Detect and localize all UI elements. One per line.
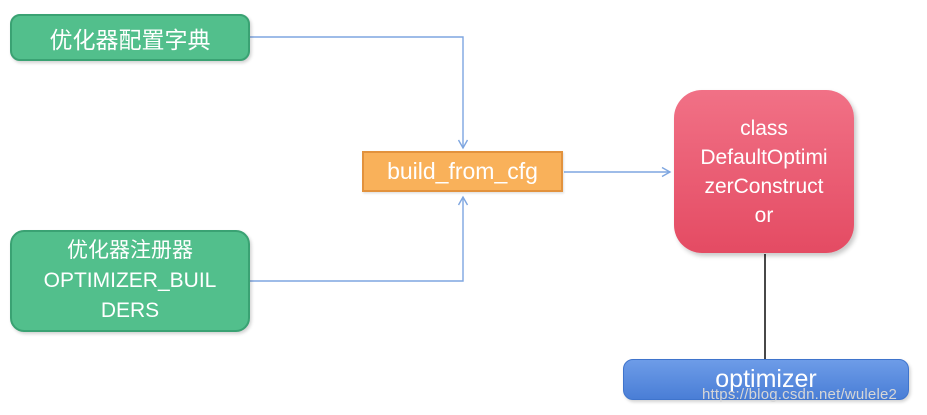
constructor-label-line1: class	[740, 116, 788, 140]
build-from-cfg-label: build_from_cfg	[387, 158, 538, 184]
constructor-node: class DefaultOptimi zerConstruct or	[674, 90, 854, 253]
watermark: https://blog.csdn.net/wulele2	[702, 386, 898, 403]
registry-node: 优化器注册器 OPTIMIZER_BUIL DERS	[10, 230, 250, 332]
registry-label-line1: 优化器注册器	[67, 239, 193, 262]
optimizer-label: optimizer	[715, 365, 817, 393]
build-from-cfg-node: build_from_cfg	[362, 151, 563, 192]
optimizer-node: optimizer	[623, 359, 909, 400]
registry-label-line3: DERS	[100, 299, 160, 322]
registry-label-line2: OPTIMIZER_BUIL	[43, 269, 217, 292]
config-dict-label: 优化器配置字典	[49, 26, 211, 53]
constructor-label-line4: or	[754, 203, 774, 227]
constructor-label-line3: zerConstruct	[704, 174, 824, 198]
config-dict-node: 优化器配置字典	[10, 14, 250, 61]
constructor-label-line2: DefaultOptimi	[700, 145, 828, 169]
connector-registry-to-build	[250, 195, 469, 282]
connector-config-to-build	[250, 36, 469, 150]
